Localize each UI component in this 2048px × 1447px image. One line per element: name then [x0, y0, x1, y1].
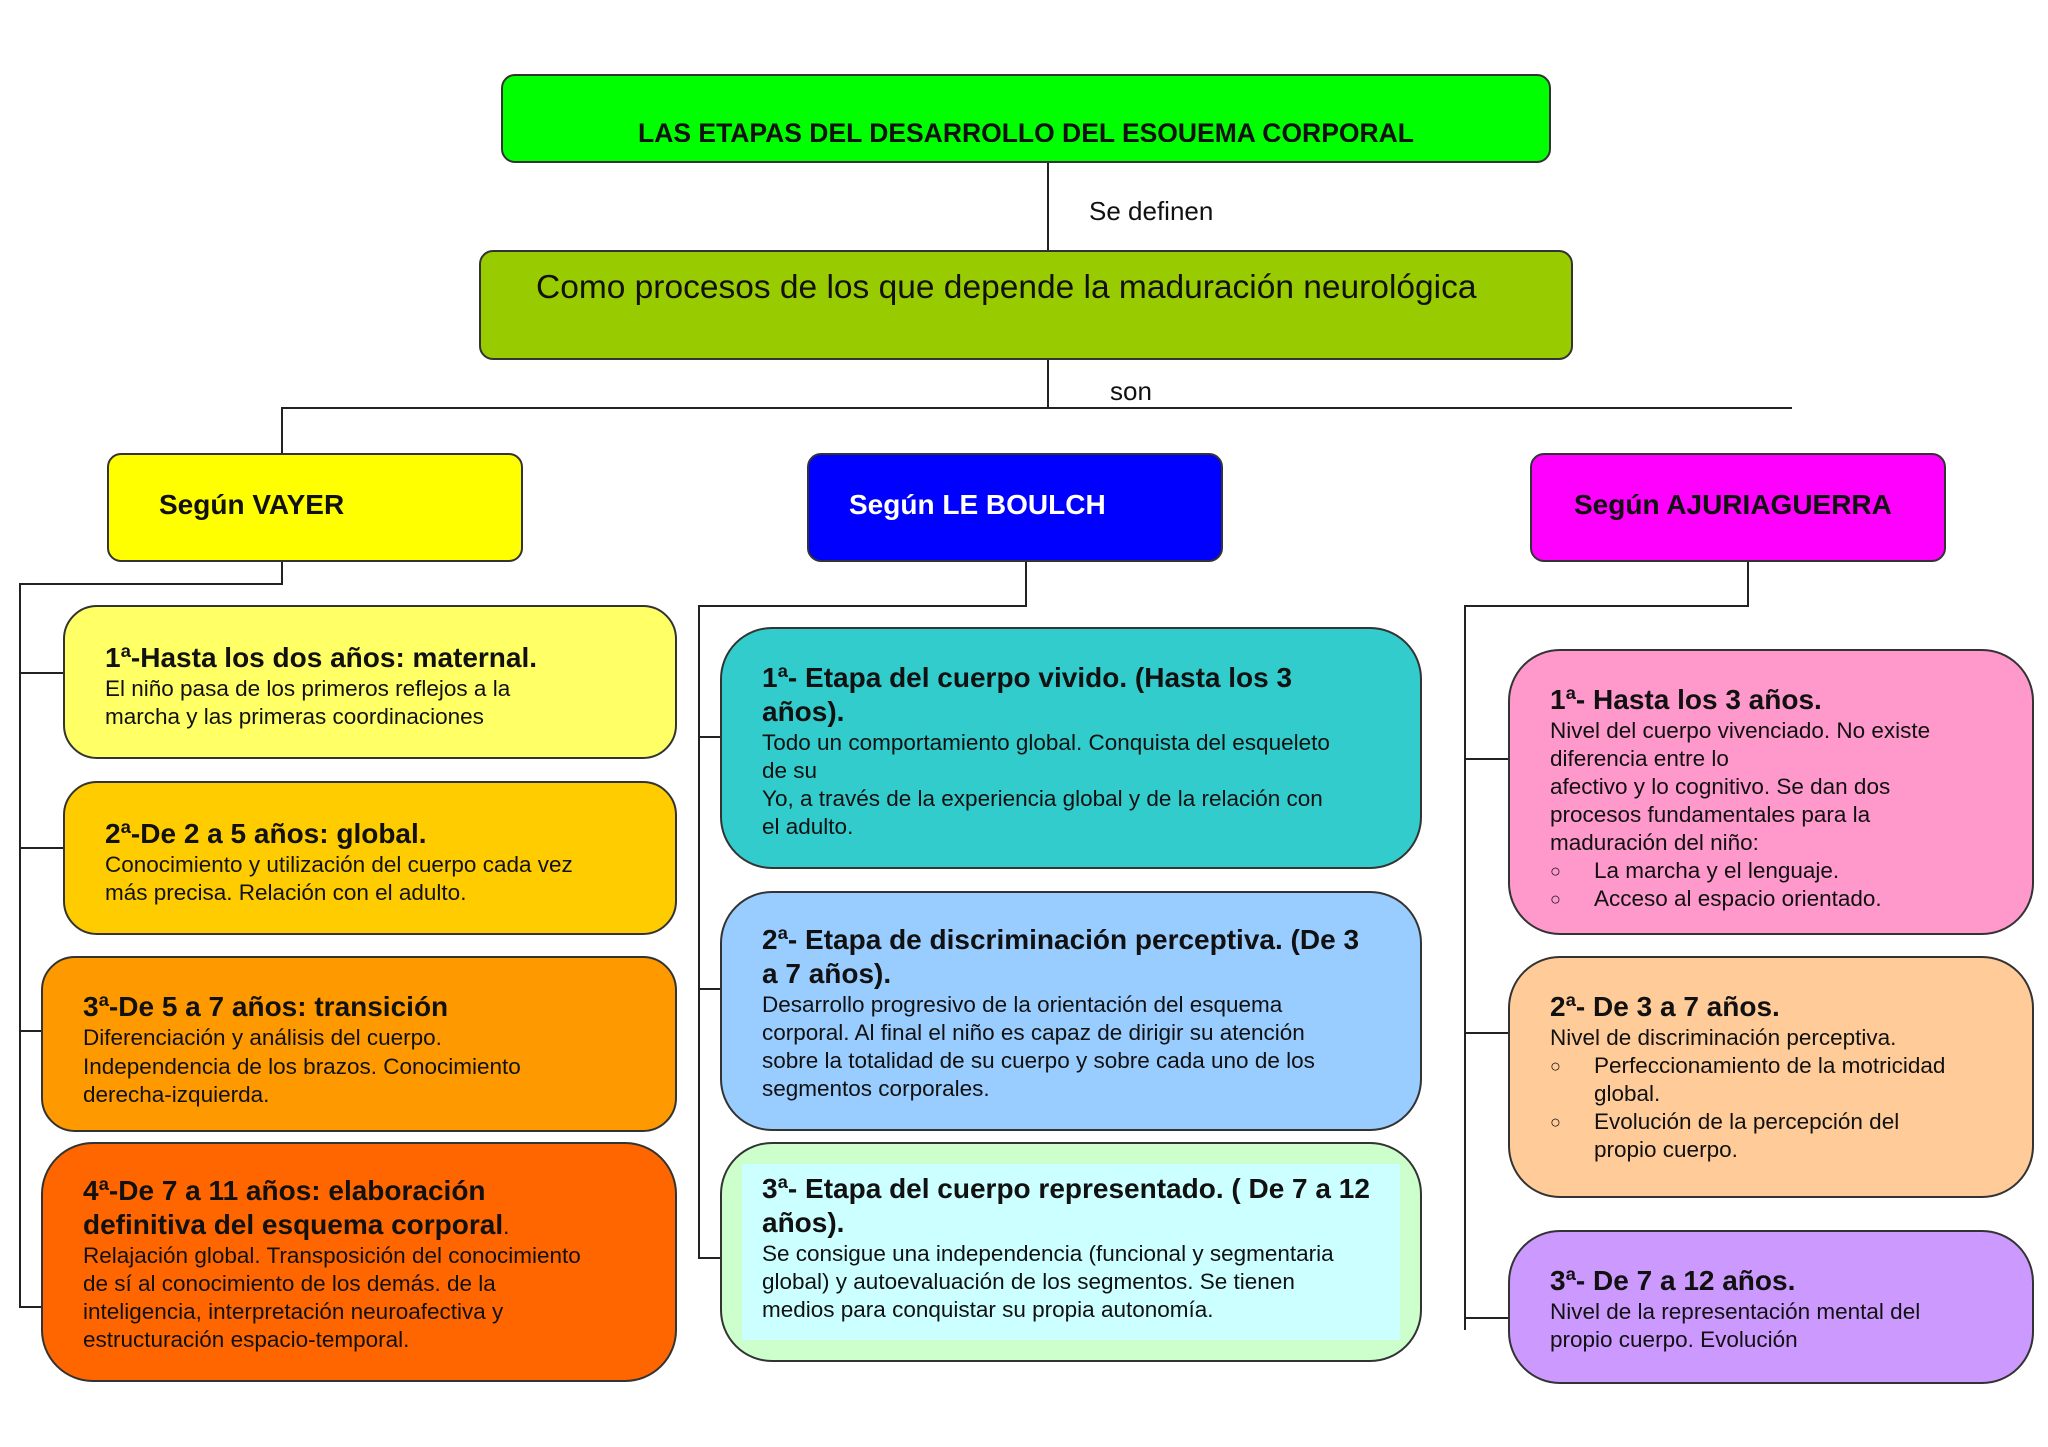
- connector-line: [1464, 605, 1466, 1330]
- connector-line: [19, 583, 21, 1306]
- stage-text: Todo un comportamiento global. Conquista…: [762, 730, 1330, 839]
- vayer-stage-3-card: 3ª-De 5 a 7 años: transición Diferenciac…: [41, 956, 677, 1132]
- connector-line: [19, 847, 63, 849]
- connector-line: [1464, 758, 1508, 760]
- author-leboulch-box: Según LE BOULCH: [807, 453, 1223, 562]
- stage-bullet-list: Perfeccionamiento de la motricidad globa…: [1550, 1052, 1992, 1164]
- connector-line: [19, 1306, 41, 1308]
- connector-line: [1464, 1032, 1508, 1034]
- stage-text: Diferenciación y análisis del cuerpo. In…: [83, 1025, 521, 1107]
- stage-text: Nivel de la representación mental del pr…: [1550, 1299, 1921, 1352]
- stage-title: 3ª- Etapa del cuerpo representado. ( De …: [762, 1173, 1370, 1238]
- stage-inner-panel: 3ª- Etapa del cuerpo representado. ( De …: [742, 1164, 1400, 1340]
- connector-line: [1464, 605, 1749, 607]
- leboulch-stage-2-card: 2ª- Etapa de discriminación perceptiva. …: [720, 891, 1422, 1131]
- connector-line: [698, 736, 720, 738]
- ajuriaguerra-stage-2-card: 2ª- De 3 a 7 años. Nivel de discriminaci…: [1508, 956, 2034, 1198]
- stage-bullet: Evolución de la percepción del propio cu…: [1550, 1108, 1992, 1164]
- stage-title-tail: .: [503, 1214, 510, 1239]
- stage-bullet: Perfeccionamiento de la motricidad globa…: [1550, 1052, 1992, 1108]
- connector-line: [1747, 562, 1749, 606]
- leboulch-stage-3-card: 3ª- Etapa del cuerpo representado. ( De …: [720, 1142, 1422, 1362]
- stage-title: 2ª- Etapa de discriminación perceptiva. …: [762, 924, 1360, 989]
- author-vayer-label: Según VAYER: [159, 489, 345, 520]
- stage-title: 4ª-De 7 a 11 años: elaboración definitiv…: [83, 1175, 504, 1240]
- stage-title: 1ª-Hasta los dos años: maternal.: [105, 642, 538, 673]
- stage-title: 3ª-De 5 a 7 años: transición: [83, 991, 449, 1022]
- connector-line: [1047, 343, 1049, 408]
- stage-bullet-list: La marcha y el lenguaje. Acceso al espac…: [1550, 857, 1992, 913]
- stage-title: 3ª- De 7 a 12 años.: [1550, 1265, 1796, 1296]
- connector-line: [1047, 162, 1049, 250]
- author-leboulch-label: Según LE BOULCH: [849, 489, 1106, 520]
- definition-box: Como procesos de los que depende la madu…: [479, 250, 1573, 360]
- author-ajuriaguerra-box: Según AJURIAGUERRA: [1530, 453, 1946, 562]
- stage-bullet: Acceso al espacio orientado.: [1550, 885, 1992, 913]
- connector-line: [19, 1030, 41, 1032]
- ajuriaguerra-stage-1-card: 1ª- Hasta los 3 años. Nivel del cuerpo v…: [1508, 649, 2034, 935]
- stage-text: Relajación global. Transposición del con…: [83, 1243, 581, 1352]
- author-vayer-box: Según VAYER: [107, 453, 523, 562]
- stage-title: 2ª-De 2 a 5 años: global.: [105, 818, 427, 849]
- vayer-stage-1-card: 1ª-Hasta los dos años: maternal. El niño…: [63, 605, 677, 759]
- connector-line: [698, 1257, 720, 1259]
- author-ajuriaguerra-label: Según AJURIAGUERRA: [1574, 489, 1892, 520]
- definition-text: Como procesos de los que depende la madu…: [536, 269, 1477, 306]
- connector-line: [1025, 562, 1027, 606]
- stage-bullet: La marcha y el lenguaje.: [1550, 857, 1992, 885]
- stage-text: Nivel de discriminación perceptiva.: [1550, 1025, 1897, 1050]
- stage-text: Desarrollo progresivo de la orientación …: [762, 992, 1315, 1101]
- link-label-son: son: [1110, 376, 1152, 406]
- stage-text: Nivel del cuerpo vivenciado. No existe d…: [1550, 718, 1931, 855]
- connector-line: [698, 988, 720, 990]
- link-label-se-definen: Se definen: [1089, 196, 1214, 222]
- leboulch-stage-1-card: 1ª- Etapa del cuerpo vivido. (Hasta los …: [720, 627, 1422, 869]
- connector-line: [1464, 1317, 1508, 1319]
- connector-line: [19, 583, 283, 585]
- connector-line: [19, 672, 63, 674]
- diagram-title: LAS ETAPAS DEL DESARROLLO DEL ESQUEMA CO…: [638, 118, 1414, 142]
- stage-text: Conocimiento y utilización del cuerpo ca…: [105, 852, 573, 905]
- stage-text: Se consigue una independencia (funcional…: [762, 1241, 1334, 1322]
- vayer-stage-4-card: 4ª-De 7 a 11 años: elaboración definitiv…: [41, 1142, 677, 1382]
- stage-text: El niño pasa de los primeros reflejos a …: [105, 676, 511, 729]
- connector-line: [698, 605, 1027, 607]
- vayer-stage-2-card: 2ª-De 2 a 5 años: global. Conocimiento y…: [63, 781, 677, 935]
- ajuriaguerra-stage-3-card: 3ª- De 7 a 12 años. Nivel de la represen…: [1508, 1230, 2034, 1384]
- connector-line: [698, 605, 700, 1258]
- stage-title: 1ª- Etapa del cuerpo vivido. (Hasta los …: [762, 662, 1293, 727]
- connector-line: [281, 407, 283, 454]
- stage-title: 2ª- De 3 a 7 años.: [1550, 991, 1780, 1022]
- stage-title: 1ª- Hasta los 3 años.: [1550, 684, 1822, 715]
- connector-line: [281, 562, 283, 584]
- connector-line: [281, 407, 1792, 409]
- diagram-title-box: LAS ETAPAS DEL DESARROLLO DEL ESQUEMA CO…: [501, 74, 1551, 163]
